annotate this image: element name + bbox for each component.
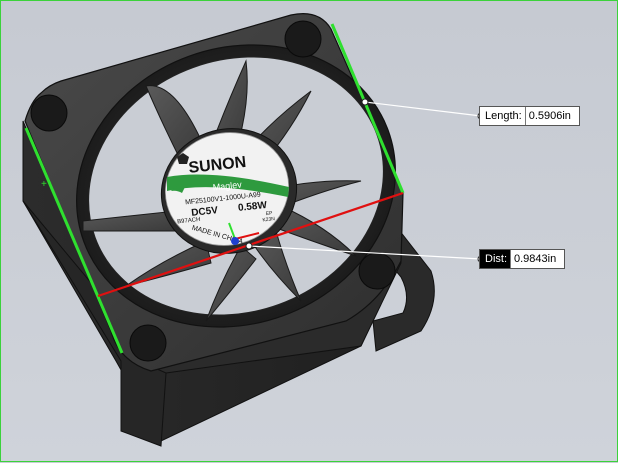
distance-value: 0.9843in xyxy=(514,253,557,265)
code-text: K23N xyxy=(262,216,275,223)
length-leader-line xyxy=(364,101,482,117)
ep-text: EP xyxy=(266,210,274,217)
distance-label: Dist: xyxy=(480,250,511,268)
distance-callout[interactable]: Dist: 0.9843in xyxy=(479,249,566,269)
length-value: 0.5906in xyxy=(528,110,571,122)
maglev-logo-icon xyxy=(171,185,185,193)
selected-edge-right xyxy=(330,23,405,194)
mounting-holes xyxy=(30,20,396,362)
length-label: Length: xyxy=(480,107,526,125)
lot-text: B97ACH xyxy=(177,217,201,225)
reference-triad-icon xyxy=(228,222,260,245)
selected-edge-left xyxy=(24,127,124,354)
length-callout[interactable]: Length: 0.5906in xyxy=(479,106,580,126)
plus-marker-icon: + xyxy=(41,179,47,190)
fan-hub-label xyxy=(164,132,290,246)
series-text: Maglev xyxy=(212,179,242,192)
brand-text: SUNON xyxy=(188,154,247,177)
power-text: 0.58W xyxy=(238,200,268,214)
distance-leader-line xyxy=(248,245,482,260)
voltage-text: DC5V xyxy=(191,205,219,219)
sunon-logo-icon xyxy=(177,153,189,164)
